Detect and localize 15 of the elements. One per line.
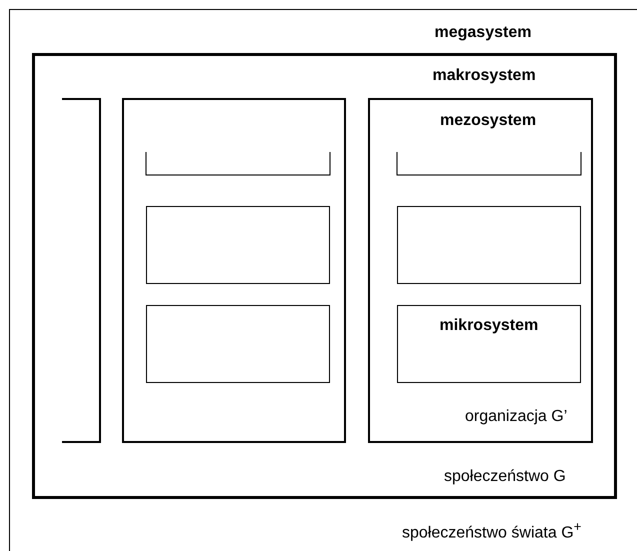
empty-box xyxy=(146,206,330,284)
system-box xyxy=(397,305,581,383)
system-box xyxy=(32,53,617,499)
level-heading: megasystem xyxy=(434,23,532,42)
empty-box xyxy=(122,98,346,443)
level-caption: społeczeństwo G xyxy=(444,467,566,486)
empty-box xyxy=(146,305,330,383)
level-heading: makrosystem xyxy=(432,66,536,86)
empty-box xyxy=(397,206,581,284)
system-box xyxy=(368,98,593,443)
level-heading: mezosystem xyxy=(440,111,536,130)
level-caption: organizacja G’ xyxy=(465,407,568,426)
level-heading: mikrosystem xyxy=(440,316,538,336)
level-caption: społeczeństwo świata G$^{+}$ xyxy=(402,519,582,543)
outer-frame xyxy=(9,9,637,551)
